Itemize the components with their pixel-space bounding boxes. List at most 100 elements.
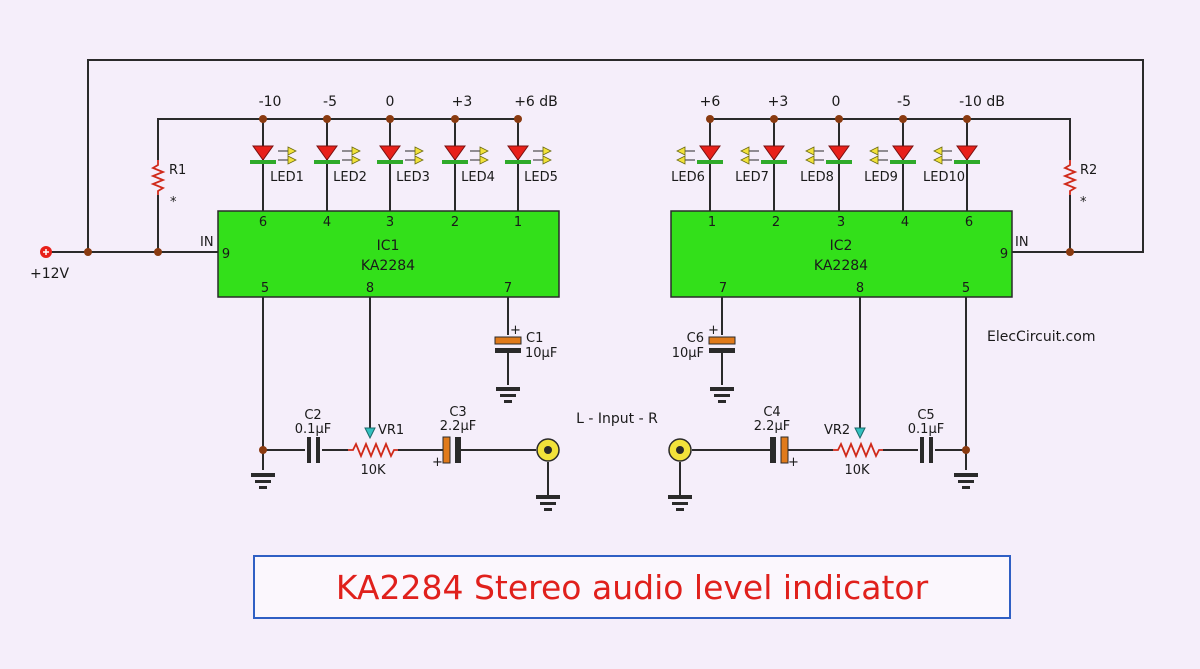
- led-bus-left-top: [157, 118, 518, 160]
- led-label-6: LED6: [671, 170, 705, 185]
- vr2-label: VR2: [824, 423, 850, 438]
- r2-resistor: [1062, 160, 1078, 195]
- db-label-left-3: +3: [452, 94, 473, 110]
- db-label-right-1: +3: [768, 94, 789, 110]
- led-bus-right-top: [710, 118, 1071, 160]
- supply-label: +12V: [30, 266, 70, 282]
- ic2-part: KA2284: [814, 258, 868, 274]
- junction-nodes: [84, 115, 1074, 454]
- c1-plus: +: [510, 323, 521, 338]
- ic1-pin-top-4: 4: [323, 215, 331, 230]
- led5-icon: [505, 145, 552, 165]
- ic2-pin-top-6: 6: [965, 215, 973, 230]
- led-label-7: LED7: [735, 170, 769, 185]
- r1-resistor: [150, 160, 166, 195]
- c4-capacitor: [770, 436, 789, 464]
- vr1-label: VR1: [378, 423, 404, 438]
- junction-node: [259, 115, 267, 123]
- ic2-pin-bottom-8: 8: [856, 281, 864, 296]
- led-label-9: LED9: [864, 170, 898, 185]
- ic1-part: KA2284: [361, 258, 415, 274]
- led2-icon: [314, 145, 361, 165]
- ic2-pin-in: 9: [1000, 247, 1008, 262]
- c5-value: 0.1µF: [908, 422, 944, 437]
- ground-jack-right-icon: [668, 495, 692, 511]
- jack-left-icon: [536, 438, 560, 462]
- junction-node: [451, 115, 459, 123]
- vr2-value: 10K: [844, 463, 870, 478]
- c4-plus: +: [788, 455, 799, 470]
- ic2-in-label: IN: [1015, 235, 1029, 250]
- ic2-pin-top-4: 4: [901, 215, 909, 230]
- ic1-body: [217, 210, 560, 298]
- ic1-in-label: IN: [200, 235, 214, 250]
- ic1-pin-top-2: 2: [451, 215, 459, 230]
- ic2-pin-bottom-5: 5: [962, 281, 970, 296]
- ic1-pin-top-3: 3: [386, 215, 394, 230]
- c3-capacitor: [442, 436, 461, 464]
- db-label-left-1: -5: [323, 94, 337, 110]
- supply-terminal-icon: [40, 246, 52, 258]
- grounds: [251, 387, 978, 511]
- c2-label: C2: [304, 408, 321, 423]
- c1-value: 10µF: [525, 346, 557, 361]
- db-label-left-0: -10: [259, 94, 282, 110]
- ground-c6-icon: [710, 387, 734, 403]
- c5-label: C5: [917, 408, 934, 423]
- junction-node: [84, 248, 92, 256]
- r1-label: R1: [169, 163, 186, 178]
- c1-label: C1: [526, 331, 543, 346]
- junction-node: [706, 115, 714, 123]
- junction-node: [154, 248, 162, 256]
- ground-c1-icon: [496, 387, 520, 403]
- vr2-wiper-icon: [854, 427, 866, 440]
- vr1-pot: [348, 441, 398, 459]
- ground-ic2-pin5-icon: [954, 473, 978, 489]
- ic1-pin-bottom-5: 5: [261, 281, 269, 296]
- led4-icon: [442, 145, 489, 165]
- c2-value: 0.1µF: [295, 422, 331, 437]
- db-label-right-3: -5: [897, 94, 911, 110]
- c6-label: C6: [687, 331, 704, 346]
- ic1-pin-bottom-8: 8: [366, 281, 374, 296]
- db-label-right-4: -10 dB: [959, 94, 1005, 110]
- ic2-body: [670, 210, 1013, 298]
- c4-label: C4: [763, 405, 780, 420]
- led3-icon: [377, 145, 424, 165]
- ic1-pin-bottom-7: 7: [504, 281, 512, 296]
- page-title: KA2284 Stereo audio level indicator: [335, 567, 929, 607]
- c6-plus: +: [708, 323, 719, 338]
- led-label-5: LED5: [524, 170, 558, 185]
- site-label: ElecCircuit.com: [987, 329, 1095, 345]
- led-label-2: LED2: [333, 170, 367, 185]
- ic2-pin-top-2: 2: [772, 215, 780, 230]
- junction-node: [770, 115, 778, 123]
- r2-label: R2: [1080, 163, 1097, 178]
- junction-node: [323, 115, 331, 123]
- junction-node: [386, 115, 394, 123]
- led-label-3: LED3: [396, 170, 430, 185]
- c2-capacitor: [307, 437, 320, 463]
- r1-note: *: [170, 195, 177, 210]
- ic2-pin-bottom-7: 7: [719, 281, 727, 296]
- ic1-name: IC1: [377, 238, 400, 254]
- db-label-right-2: 0: [832, 94, 841, 110]
- c3-value: 2.2µF: [440, 419, 476, 434]
- vr2-pot: [833, 441, 883, 459]
- led9-icon: [869, 145, 916, 165]
- ic2-pin-top-1: 1: [708, 215, 716, 230]
- db-label-left-2: 0: [386, 94, 395, 110]
- junction-node: [259, 446, 267, 454]
- vr1-value: 10K: [360, 463, 386, 478]
- junction-node: [514, 115, 522, 123]
- led6-icon: [676, 145, 723, 165]
- db-labels-left: -10 -5 0 +3 +6 dB: [259, 94, 558, 110]
- c3-plus: +: [432, 455, 443, 470]
- leds-left: [250, 145, 552, 165]
- led-label-8: LED8: [800, 170, 834, 185]
- junction-node: [962, 446, 970, 454]
- db-label-left-4: +6 dB: [514, 94, 558, 110]
